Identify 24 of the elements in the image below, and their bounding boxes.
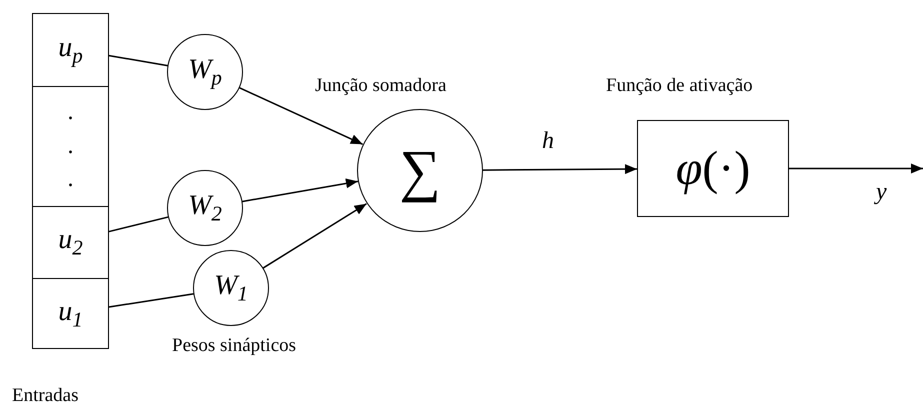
node-label: u$_{2}$ (58, 226, 83, 259)
connector-line (108, 293, 194, 308)
node-label: W$_{2}$ (188, 192, 222, 224)
node-label: W$_{1}$ (214, 272, 248, 304)
arrow (242, 178, 358, 202)
edge-label: y (876, 179, 887, 206)
arrow (483, 164, 637, 174)
caption: Pesos sinápticos (172, 336, 296, 357)
node-label: Função de ativação (606, 76, 753, 97)
connector-line (108, 216, 168, 232)
input-column (32, 13, 109, 349)
node-label: Junção somadora (315, 76, 446, 97)
node-label: u$_{p}$ (58, 34, 83, 66)
arrow (239, 87, 364, 145)
ellipsis-dots: . . . (66, 98, 74, 194)
arrow (789, 164, 923, 174)
node-label: u$_{1}$ (58, 298, 83, 331)
connector-line (108, 54, 168, 66)
arrow (262, 203, 367, 269)
node-label: W$_{p}$ (188, 56, 222, 88)
node-label: φ(·) (676, 144, 750, 192)
edge-label: h (542, 128, 554, 154)
node-label: Entradas (12, 386, 78, 407)
activation-box (637, 120, 789, 217)
